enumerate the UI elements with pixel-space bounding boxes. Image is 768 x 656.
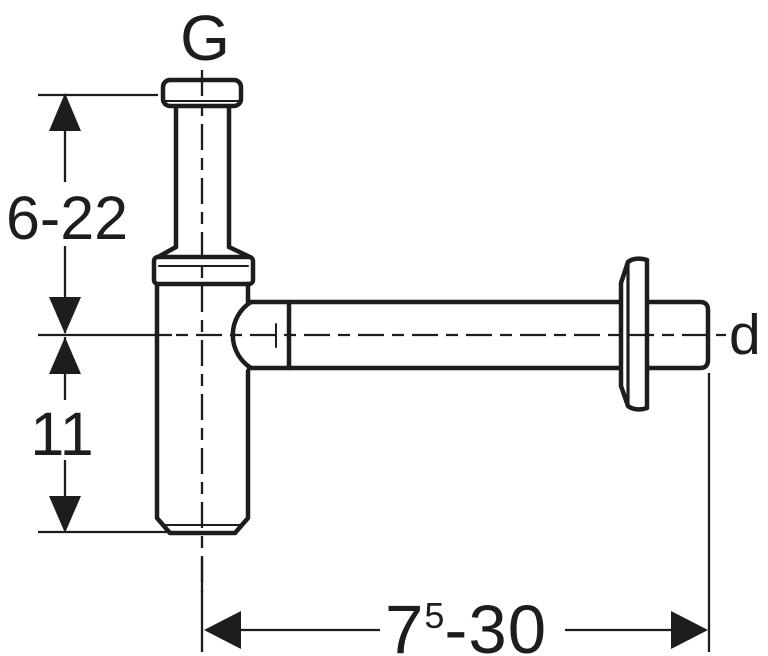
dimension-label-outlet-length: 75-30 xyxy=(385,595,547,656)
trap-body-left-bottom-right xyxy=(154,281,251,536)
dimension-label-trap-depth: 11 xyxy=(30,400,94,468)
arrowhead-down-depth xyxy=(49,496,81,533)
arrowhead-left-length xyxy=(204,611,241,649)
label-inlet-thread: G xyxy=(180,2,230,74)
dimension-extension-lines xyxy=(38,93,711,652)
trap-outline xyxy=(151,77,711,536)
arrowhead-right-length xyxy=(671,611,708,649)
label-outlet-diameter: d xyxy=(729,303,761,367)
arrowhead-up-inlet xyxy=(49,93,81,131)
arrowhead-down-inlet xyxy=(49,297,81,334)
centerlines xyxy=(176,70,726,592)
outlet-length-rest: -30 xyxy=(444,591,548,656)
arrowhead-up-depth xyxy=(49,337,81,374)
outlet-length-main: 7 xyxy=(385,591,425,656)
outlet-length-superscript: 5 xyxy=(424,595,445,636)
dimension-lines xyxy=(63,97,704,632)
inlet-pipe xyxy=(155,105,253,260)
dimension-label-inlet-height: 6-22 xyxy=(5,184,129,252)
trap-collar xyxy=(151,254,256,287)
dimension-arrowheads xyxy=(49,93,708,649)
